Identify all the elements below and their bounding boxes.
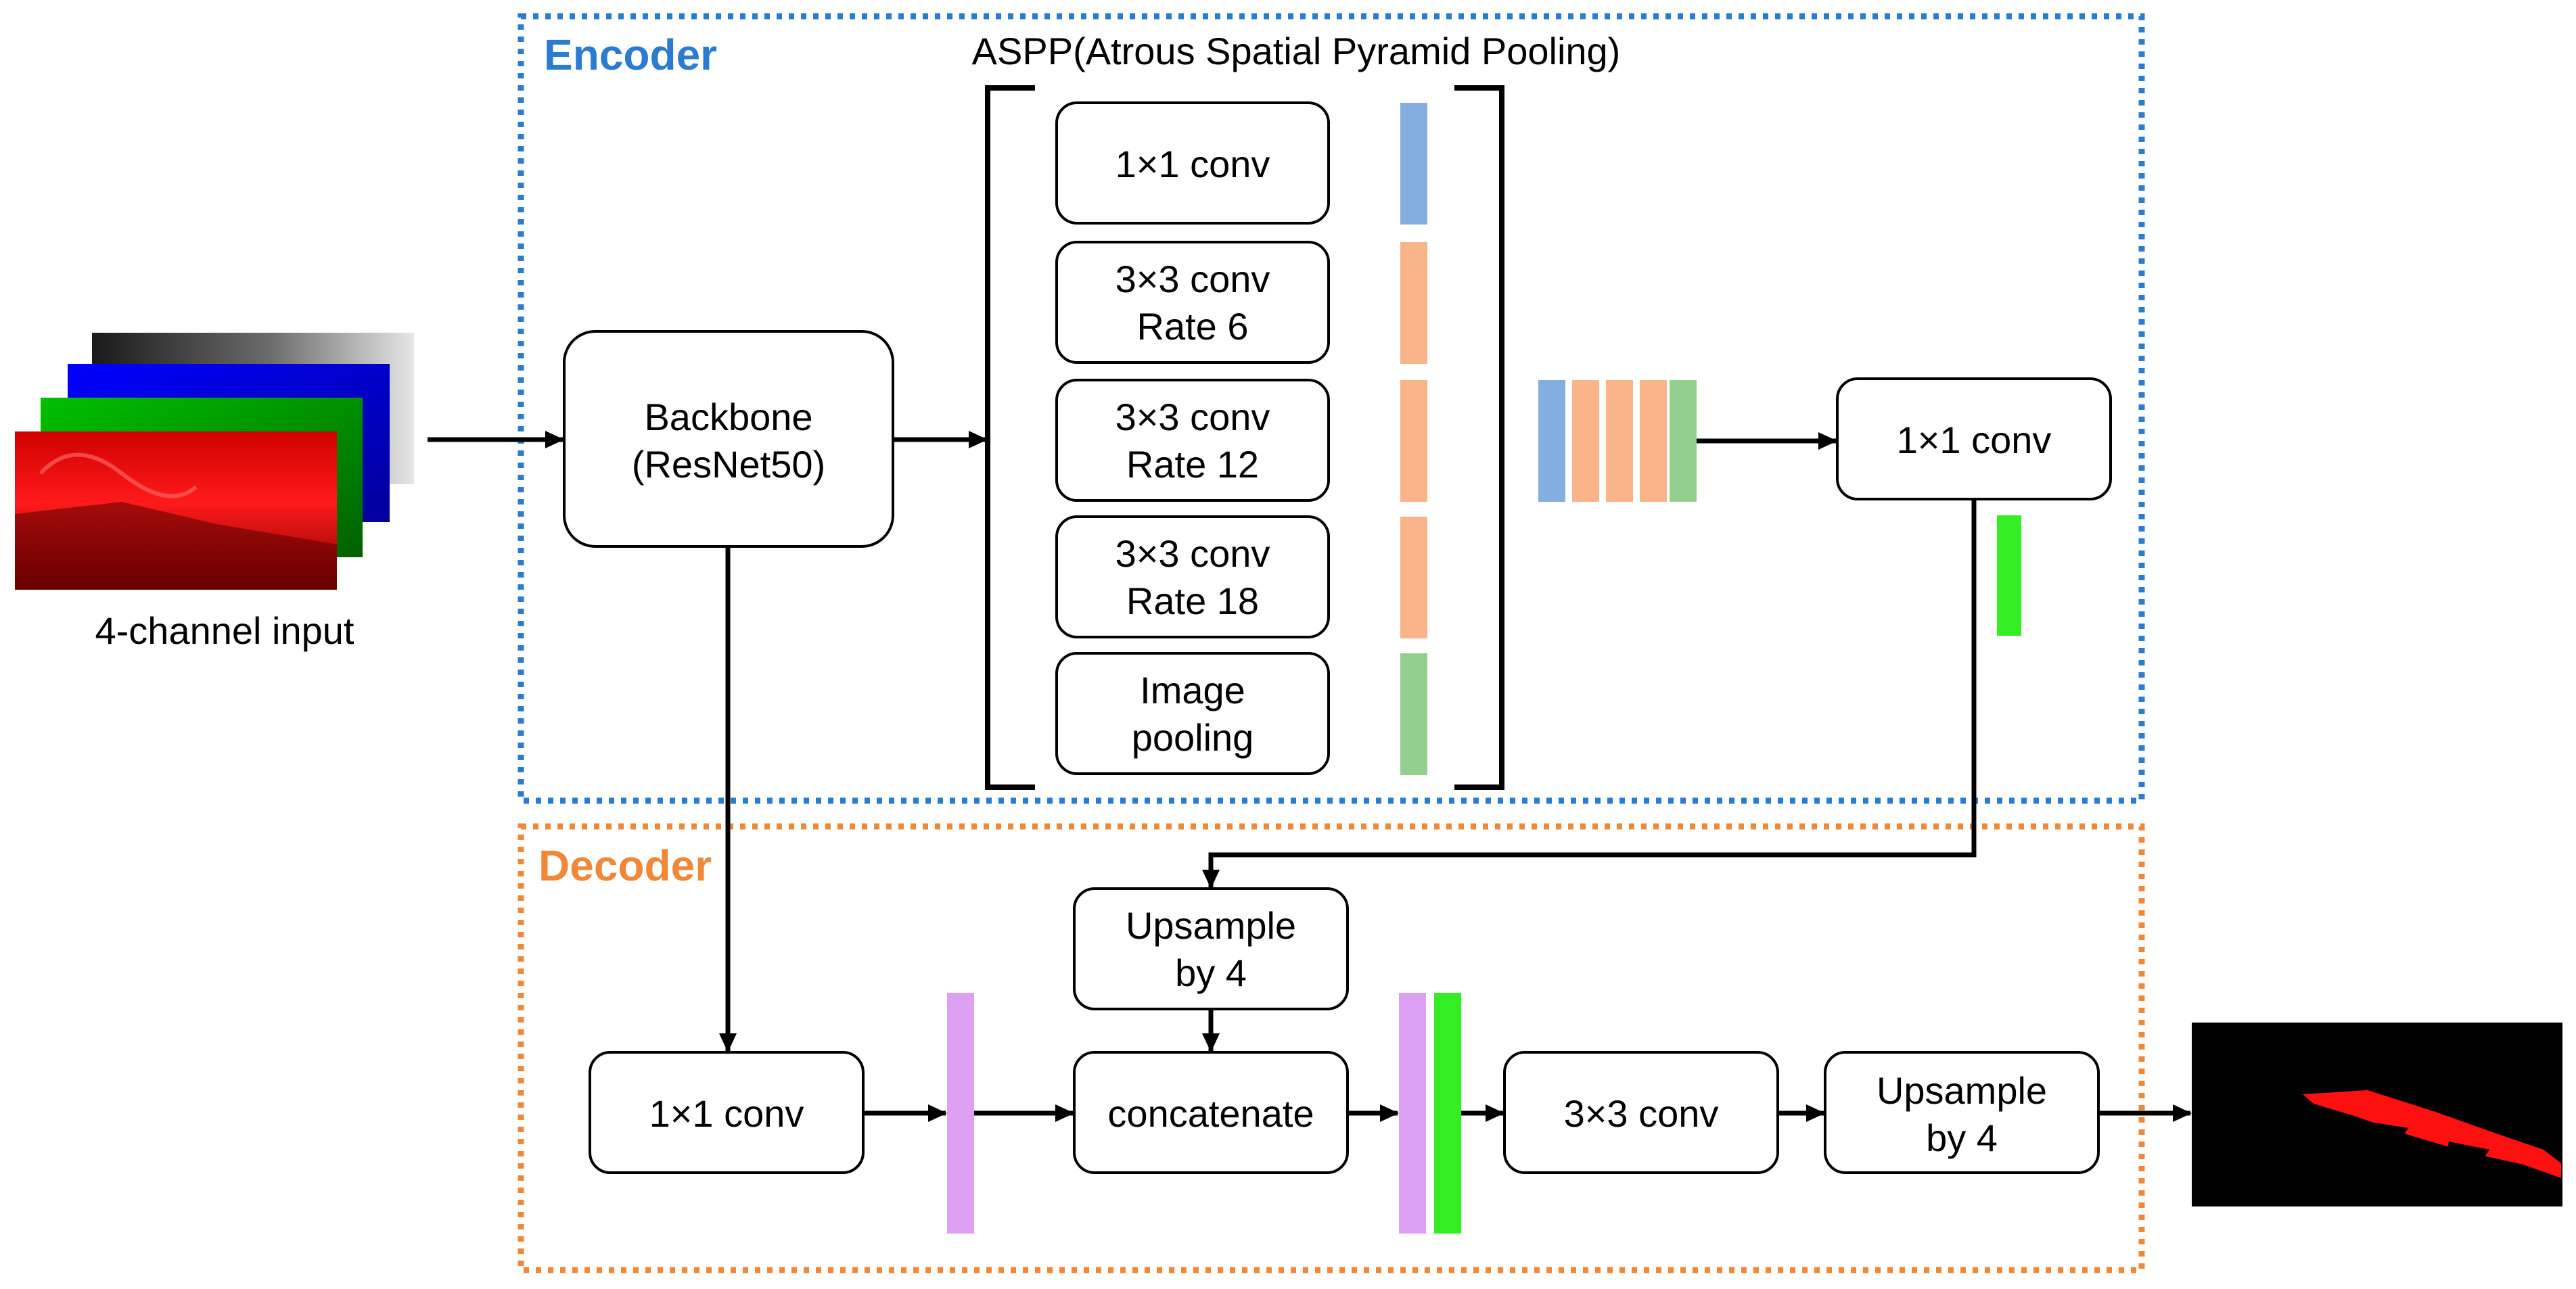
aspp-branch-rate6: 3×3 conv Rate 6 bbox=[1055, 241, 1330, 364]
aspp-branch-1x1-label: 1×1 conv bbox=[1116, 143, 1270, 185]
aspp-branch-pooling-line2: pooling bbox=[1132, 716, 1254, 759]
aspp-branch-pooling-line1: Image bbox=[1140, 669, 1245, 711]
decoder-concat-features bbox=[1399, 993, 1461, 1234]
encoder-region: Encoder bbox=[518, 13, 2145, 804]
decoder-upsample-b-line1: Upsample bbox=[1877, 1069, 2047, 1112]
backbone-label-line2: (ResNet50) bbox=[632, 443, 825, 486]
output-segmentation-mask bbox=[2192, 1023, 2562, 1206]
encoder-output-conv: 1×1 conv bbox=[1836, 377, 2112, 500]
decoder-upsample-a-line1: Upsample bbox=[1126, 904, 1296, 947]
aspp-right-bracket bbox=[1454, 85, 1504, 790]
input-image-stack: 4-channel input bbox=[15, 333, 414, 652]
aspp-feature-bar-5 bbox=[1400, 653, 1427, 775]
decoder-conv3-label: 3×3 conv bbox=[1564, 1092, 1719, 1135]
aspp-concat-features bbox=[1538, 380, 1697, 502]
encoder-output-conv-label: 1×1 conv bbox=[1897, 419, 2052, 461]
input-channel-red bbox=[15, 431, 337, 590]
decoder-frame bbox=[518, 823, 2145, 1273]
encoder-frame bbox=[518, 13, 2145, 804]
aspp-module: ASPP(Atrous Spatial Pyramid Pooling) 1×1… bbox=[972, 30, 1621, 790]
connectors bbox=[428, 431, 2192, 1122]
decoder-conv3: 3×3 conv bbox=[1503, 1051, 1779, 1174]
aspp-branch-rate18: 3×3 conv Rate 18 bbox=[1055, 515, 1330, 638]
decoder-concatenate-label: concatenate bbox=[1107, 1092, 1314, 1135]
aspp-branch-image-pooling: Image pooling bbox=[1055, 652, 1330, 775]
aspp-feature-bar-3 bbox=[1400, 380, 1427, 502]
arrow-encoder-to-upsample bbox=[1202, 500, 1977, 889]
aspp-branch-rate12-line2: Rate 12 bbox=[1126, 443, 1259, 486]
aspp-branch-1x1-conv: 1×1 conv bbox=[1055, 101, 1330, 225]
aspp-feature-bar-1 bbox=[1400, 103, 1427, 225]
decoder-region: Decoder bbox=[518, 823, 2145, 1273]
decoder-low-level-feature bbox=[947, 993, 974, 1234]
decoder-low-level-conv: 1×1 conv bbox=[589, 1051, 865, 1174]
aspp-branch-rate18-line1: 3×3 conv bbox=[1116, 532, 1270, 575]
decoder-low-level-conv-label: 1×1 conv bbox=[649, 1092, 804, 1135]
aspp-feature-bar-2 bbox=[1400, 242, 1427, 364]
aspp-branch-rate12: 3×3 conv Rate 12 bbox=[1055, 379, 1330, 502]
aspp-branch-rate18-line2: Rate 18 bbox=[1126, 580, 1259, 622]
aspp-branch-rate6-line1: 3×3 conv bbox=[1116, 258, 1270, 300]
encoder-title: Encoder bbox=[544, 30, 717, 79]
backbone-block: Backbone (ResNet50) bbox=[563, 330, 894, 548]
decoder-concatenate: concatenate bbox=[1073, 1051, 1349, 1174]
backbone-label-line1: Backbone bbox=[644, 396, 812, 438]
aspp-branch-rate6-line2: Rate 6 bbox=[1137, 305, 1249, 348]
decoder-upsample-a-line2: by 4 bbox=[1175, 952, 1247, 994]
decoder-upsample-b-line2: by 4 bbox=[1926, 1117, 1998, 1159]
aspp-title: ASPP(Atrous Spatial Pyramid Pooling) bbox=[972, 30, 1621, 72]
input-label: 4-channel input bbox=[95, 609, 354, 652]
encoder-output-feature bbox=[1997, 515, 2021, 636]
decoder-upsample-a: Upsample by 4 bbox=[1073, 887, 1349, 1010]
decoder-upsample-b: Upsample by 4 bbox=[1824, 1051, 2100, 1174]
decoder-title: Decoder bbox=[538, 841, 712, 890]
aspp-branch-rate12-line1: 3×3 conv bbox=[1116, 396, 1270, 438]
aspp-feature-bar-4 bbox=[1400, 517, 1427, 638]
aspp-left-bracket bbox=[985, 85, 1035, 790]
